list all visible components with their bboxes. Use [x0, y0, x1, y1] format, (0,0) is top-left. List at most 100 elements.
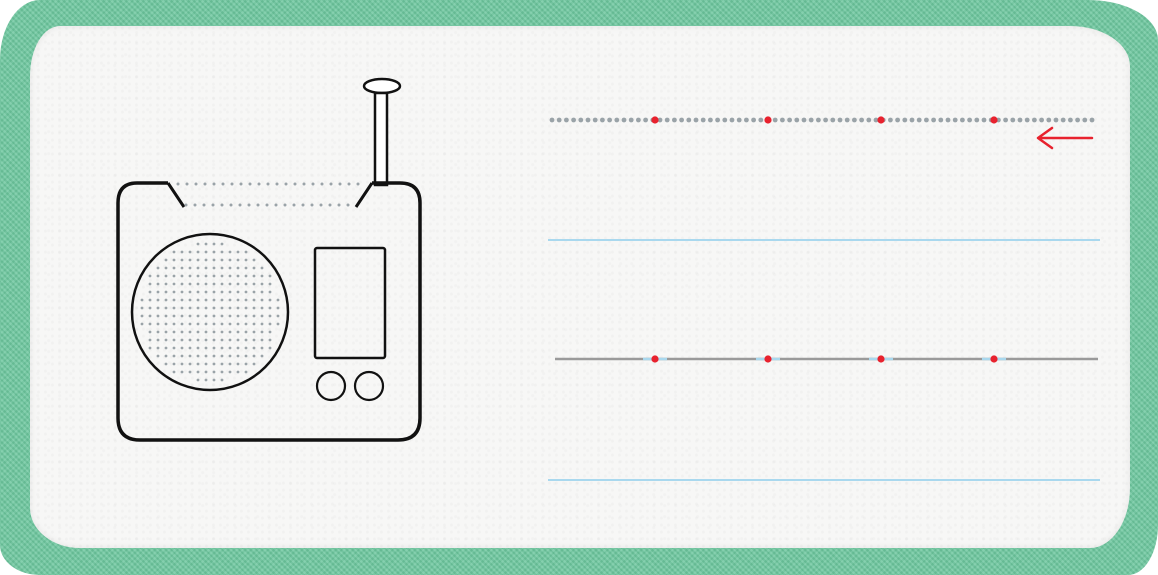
- grille-dot: [261, 283, 264, 286]
- grille-dot: [245, 275, 248, 278]
- grille-dot: [237, 307, 240, 310]
- grille-dot: [189, 355, 192, 358]
- handle-dot: [231, 183, 234, 186]
- handle-dot: [303, 183, 306, 186]
- handle-dot: [239, 204, 242, 207]
- grille-dot: [165, 315, 168, 318]
- grille-dot: [197, 267, 200, 270]
- grille-dot: [261, 299, 264, 302]
- grille-dot: [189, 323, 192, 326]
- grille-dot: [213, 339, 216, 342]
- grille-dot: [237, 363, 240, 366]
- radio-knob-left: [317, 372, 345, 400]
- grille-dot: [205, 315, 208, 318]
- trace-dot: [960, 118, 965, 123]
- grille-dot: [173, 275, 176, 278]
- trace-dot: [550, 118, 555, 123]
- grille-dot: [213, 347, 216, 350]
- trace-dot: [917, 118, 922, 123]
- grille-dot: [253, 275, 256, 278]
- grille-dot: [157, 347, 160, 350]
- trace-dot: [578, 118, 583, 123]
- tracing-row-dotted: [550, 116, 1095, 123]
- grille-dot: [221, 331, 224, 334]
- handle-dot: [339, 183, 342, 186]
- handle-right-post: [356, 183, 372, 207]
- trace-dot: [1025, 118, 1030, 123]
- grille-dot: [237, 347, 240, 350]
- trace-dot: [953, 118, 958, 123]
- grille-dot: [197, 291, 200, 294]
- grille-dot: [149, 291, 152, 294]
- grille-dot: [261, 331, 264, 334]
- grille-dot: [205, 251, 208, 254]
- grille-dot: [245, 323, 248, 326]
- grille-dot: [261, 307, 264, 310]
- grille-dot: [229, 275, 232, 278]
- grille-dot: [221, 291, 224, 294]
- grille-dot: [189, 315, 192, 318]
- grille-dot: [181, 283, 184, 286]
- handle-dot: [330, 183, 333, 186]
- trace-dot: [924, 118, 929, 123]
- grille-dot: [181, 371, 184, 374]
- writing-rows: [548, 116, 1100, 480]
- grille-dot: [205, 323, 208, 326]
- grille-dot: [165, 307, 168, 310]
- grille-dot: [229, 363, 232, 366]
- grille-dot: [173, 323, 176, 326]
- trace-dot: [694, 118, 699, 123]
- trace-dot: [773, 118, 778, 123]
- grille-dot: [197, 251, 200, 254]
- trace-dot: [888, 118, 893, 123]
- radio-display: [315, 248, 385, 358]
- handle-dot: [213, 183, 216, 186]
- speaker: [132, 234, 288, 390]
- grille-dot: [181, 267, 184, 270]
- grille-dot: [165, 331, 168, 334]
- grille-dot: [189, 347, 192, 350]
- grille-dot: [229, 339, 232, 342]
- handle-dot: [249, 183, 252, 186]
- grille-dot: [213, 283, 216, 286]
- trace-dot: [751, 118, 756, 123]
- grille-dot: [221, 243, 224, 246]
- trace-dot: [600, 118, 605, 123]
- start-point: [651, 116, 658, 123]
- grille-dot: [213, 275, 216, 278]
- handle-dot: [312, 183, 315, 186]
- trace-dot: [794, 118, 799, 123]
- grille-dot: [165, 339, 168, 342]
- grille-dot: [245, 283, 248, 286]
- grille-dot: [205, 379, 208, 382]
- grille-dot: [205, 355, 208, 358]
- grille-dot: [237, 291, 240, 294]
- trace-dot: [866, 118, 871, 123]
- trace-dot: [974, 118, 979, 123]
- grille-dot: [229, 259, 232, 262]
- grille-dot: [245, 355, 248, 358]
- trace-dot: [1032, 118, 1037, 123]
- grille-dot: [253, 363, 256, 366]
- trace-dot: [557, 118, 562, 123]
- grille-dot: [269, 339, 272, 342]
- grille-dot: [277, 315, 280, 318]
- trace-dot: [852, 118, 857, 123]
- trace-dot: [665, 118, 670, 123]
- grille-dot: [221, 339, 224, 342]
- grille-dot: [261, 267, 264, 270]
- trace-dot: [622, 118, 627, 123]
- grille-dot: [173, 307, 176, 310]
- grille-dot: [229, 291, 232, 294]
- handle-dot: [221, 204, 224, 207]
- trace-dot: [931, 118, 936, 123]
- grille-dot: [173, 291, 176, 294]
- trace-dot: [787, 118, 792, 123]
- grille-dot: [173, 347, 176, 350]
- trace-dot: [938, 118, 943, 123]
- grille-dot: [213, 259, 216, 262]
- grille-dot: [229, 299, 232, 302]
- grille-dot: [181, 323, 184, 326]
- radio-body: [118, 183, 420, 440]
- handle-dot: [329, 204, 332, 207]
